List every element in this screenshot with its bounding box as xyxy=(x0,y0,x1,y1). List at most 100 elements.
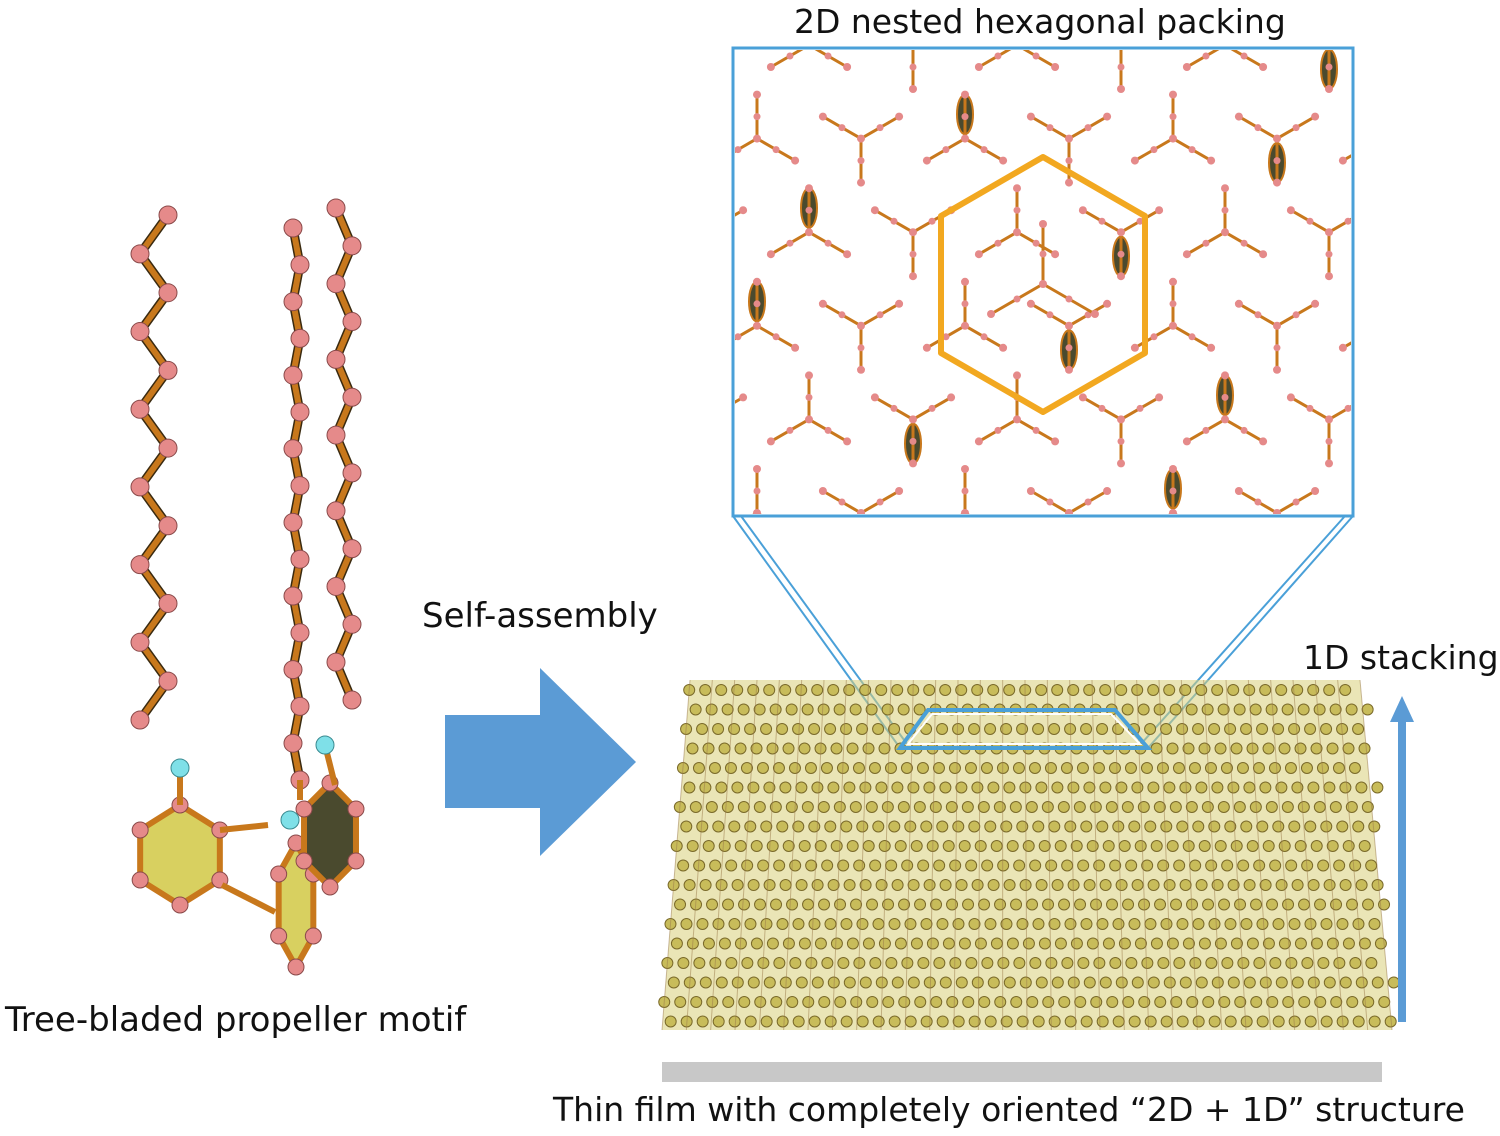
film-molecule xyxy=(1016,820,1029,833)
film-molecule xyxy=(1371,976,1384,989)
film-molecule xyxy=(1163,781,1176,794)
film-molecule xyxy=(1038,937,1051,950)
film-molecule xyxy=(1202,898,1215,911)
film-molecule xyxy=(1189,859,1202,872)
film-molecule xyxy=(990,840,1003,852)
film-molecule xyxy=(920,1015,933,1028)
film-molecule xyxy=(1326,937,1339,950)
film-molecule xyxy=(737,703,750,716)
propeller-unit xyxy=(1182,50,1268,71)
film-molecule xyxy=(763,879,776,891)
film-molecule xyxy=(1195,781,1208,794)
film-molecule xyxy=(891,976,904,989)
film-molecule xyxy=(750,742,763,755)
film-column-line xyxy=(880,679,892,1031)
thin-film xyxy=(658,679,1400,1082)
film-molecule xyxy=(1272,723,1285,735)
film-molecule xyxy=(1307,781,1320,794)
film-molecule xyxy=(1249,703,1262,716)
film-molecule xyxy=(734,840,747,852)
film-molecule xyxy=(1307,976,1320,989)
film-molecule xyxy=(1313,801,1326,813)
film-molecule xyxy=(811,684,824,696)
film-molecule xyxy=(1240,820,1253,833)
film-column-line xyxy=(929,679,937,1031)
film-molecule xyxy=(760,1015,773,1028)
film-molecule xyxy=(882,996,895,1008)
film-molecule xyxy=(824,723,837,735)
film-molecule xyxy=(1310,937,1323,950)
film-molecule xyxy=(1160,820,1173,833)
film-molecule xyxy=(1032,723,1045,735)
film-molecule xyxy=(708,762,721,774)
film-molecule xyxy=(1195,879,1208,891)
film-molecule xyxy=(802,996,815,1008)
film-molecule xyxy=(1022,840,1035,852)
film-molecule xyxy=(1326,742,1339,755)
propeller-unit xyxy=(766,50,852,71)
film-molecule xyxy=(1342,937,1355,950)
film-molecule xyxy=(1064,1015,1077,1028)
film-molecule xyxy=(980,762,993,774)
film-molecule xyxy=(1128,1015,1141,1028)
film-molecule xyxy=(1291,781,1304,794)
film-molecule xyxy=(1368,820,1381,833)
film-column-line xyxy=(1046,679,1052,1031)
film-molecule xyxy=(731,879,744,891)
film-molecule xyxy=(1265,801,1278,813)
film-molecule xyxy=(1282,898,1295,911)
film-molecule xyxy=(1131,781,1144,794)
film-molecule xyxy=(715,976,728,989)
propeller-unit xyxy=(1078,393,1164,468)
film-molecule xyxy=(779,879,792,891)
film-molecule xyxy=(773,859,786,872)
film-molecule xyxy=(1358,742,1371,755)
film-molecule xyxy=(1016,918,1029,930)
film-molecule xyxy=(1099,684,1112,696)
film-molecule xyxy=(1096,918,1109,930)
film-molecule xyxy=(974,840,987,852)
film-molecule xyxy=(1067,781,1080,794)
film-molecule xyxy=(965,859,978,872)
film-molecule xyxy=(1281,703,1294,716)
film-molecule xyxy=(933,859,946,872)
film-molecule xyxy=(930,996,943,1008)
film-molecule xyxy=(894,840,907,852)
film-molecule xyxy=(1048,723,1061,735)
film-molecule xyxy=(677,957,690,969)
film-molecule xyxy=(878,840,891,852)
propeller-unit xyxy=(922,277,1008,352)
film-molecule xyxy=(1080,820,1093,833)
film-column-line xyxy=(1314,679,1344,1031)
film-molecule xyxy=(1250,898,1263,911)
film-molecule xyxy=(923,684,936,696)
film-molecule xyxy=(1300,762,1313,774)
film-molecule xyxy=(1237,957,1250,969)
film-molecule xyxy=(830,840,843,852)
film-molecule xyxy=(830,937,843,950)
film-molecule xyxy=(728,918,741,930)
film-molecule xyxy=(763,781,776,794)
film-molecule xyxy=(1080,1015,1093,1028)
film-molecule xyxy=(1368,918,1381,930)
film-molecule xyxy=(1291,684,1304,696)
film-molecule xyxy=(1237,859,1250,872)
film-molecule xyxy=(987,684,1000,696)
film-molecule xyxy=(955,781,968,794)
film-molecule xyxy=(1051,879,1064,891)
film-molecule xyxy=(1185,703,1198,716)
film-molecule xyxy=(1029,859,1042,872)
film-molecule xyxy=(1166,937,1179,950)
propeller-unit xyxy=(766,371,852,446)
film-molecule xyxy=(1122,898,1135,911)
film-molecule xyxy=(1102,937,1115,950)
film-molecule xyxy=(820,762,833,774)
film-molecule xyxy=(1010,898,1023,911)
film-molecule xyxy=(1125,859,1138,872)
film-molecule xyxy=(1205,859,1218,872)
film-molecule xyxy=(888,723,901,735)
film-molecule xyxy=(818,898,831,911)
film-molecule xyxy=(1227,684,1240,696)
film-molecule xyxy=(1282,996,1295,1008)
